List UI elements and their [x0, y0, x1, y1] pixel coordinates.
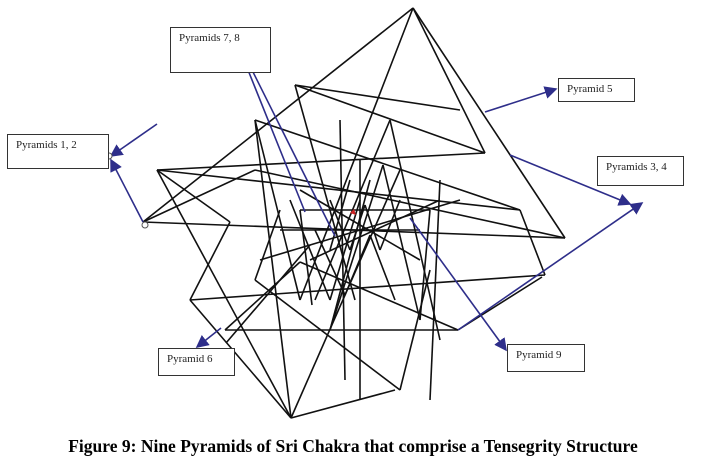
lattice-edge	[412, 7, 566, 239]
lattice-edge	[254, 169, 566, 239]
arrow-pyramids-1-2-b	[110, 158, 144, 223]
pyramid-lattice	[142, 7, 566, 419]
arrow-pyramids-1-2	[109, 123, 158, 157]
lattice-edge	[379, 199, 401, 251]
lattice-edge	[294, 84, 486, 154]
lattice-edge	[290, 389, 396, 419]
lattice-edge	[142, 7, 414, 223]
lattice-edge	[254, 209, 281, 281]
lattice-edge	[369, 234, 396, 301]
lattice-edge	[254, 119, 292, 419]
lattice-edge	[156, 152, 486, 171]
lattice-edge	[189, 274, 546, 301]
lattice-edge	[419, 209, 431, 321]
lattice-edge	[156, 169, 521, 211]
lattice-edge	[289, 199, 331, 301]
arrow-pyramids-7-8	[245, 56, 336, 237]
arrow-pyramid-9	[409, 217, 507, 352]
lattice-edge	[329, 164, 384, 331]
lattice-edge	[519, 209, 546, 276]
lattice-edge	[412, 7, 486, 154]
label-pyramids-7-8: Pyramids 7, 8	[170, 27, 271, 73]
lattice-edge	[382, 164, 421, 321]
arrow-pyramid-5	[484, 86, 558, 113]
lattice-edge	[399, 269, 431, 391]
lattice-edge	[189, 299, 292, 419]
arrow-pyramids-3-4-b	[457, 202, 644, 331]
lattice-edge	[294, 84, 461, 111]
lattice-edge	[224, 261, 301, 331]
lattice-edge	[309, 199, 441, 261]
center-bindu-mark	[350, 209, 356, 215]
lattice-edge	[254, 119, 301, 301]
lattice-edge	[254, 119, 521, 211]
lattice-edge	[329, 179, 351, 251]
figure-caption: Figure 9: Nine Pyramids of Sri Chakra th…	[68, 436, 638, 456]
arrow-pyramid-6	[195, 327, 222, 348]
lattice-edge	[189, 221, 231, 301]
lattice-edge	[156, 169, 292, 419]
label-pyramid-6: Pyramid 6	[158, 348, 235, 376]
lattice-edge	[299, 209, 313, 306]
label-pyramid-9: Pyramid 9	[507, 344, 585, 372]
label-pyramids-1-2: Pyramids 1, 2	[7, 134, 109, 169]
lattice-edge	[225, 244, 311, 344]
lattice-edge	[344, 234, 371, 296]
lattice-edge	[364, 204, 381, 251]
sri-chakra-structure-diagram	[105, 7, 644, 419]
lattice-edge	[339, 119, 346, 381]
arrow-pyramids-7-8-b	[247, 69, 306, 213]
lattice-edge	[314, 229, 346, 296]
callout-arrows	[109, 56, 644, 352]
label-pyramid-5: Pyramid 5	[558, 78, 635, 102]
lattice-edge	[299, 189, 421, 261]
anchor-dot	[141, 221, 149, 229]
lattice-edge	[254, 279, 401, 391]
lattice-edge	[429, 179, 441, 401]
lattice-edge	[329, 199, 361, 301]
arrow-pyramids-3-4	[509, 154, 632, 206]
lattice-edge	[156, 169, 231, 223]
lattice-edge	[329, 179, 371, 331]
label-pyramids-3-4: Pyramids 3, 4	[597, 156, 684, 186]
lattice-edge	[294, 84, 356, 301]
